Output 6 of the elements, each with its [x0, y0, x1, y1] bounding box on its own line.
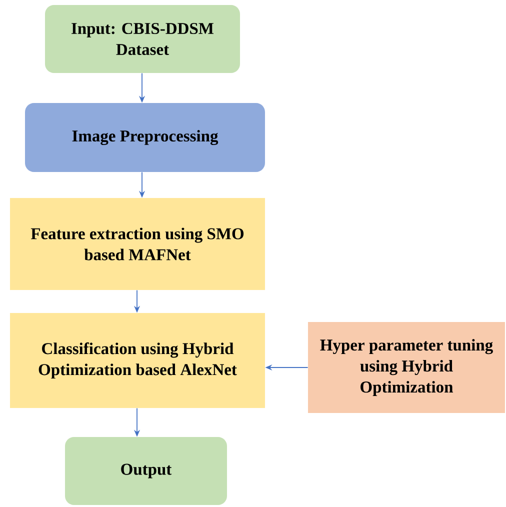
rounded-box: Image Preprocessing	[25, 103, 265, 172]
process-box: Classification using Hybrid Optimization based AlexNet	[10, 313, 265, 408]
rounded-box: Output	[65, 437, 227, 505]
process-box: Feature extraction using SMO based MAFNet	[10, 198, 265, 290]
rounded-box: Input: CBIS-DDSM Dataset	[45, 5, 240, 73]
process-box: Hyper parameter tuning using Hybrid Optimization	[308, 322, 505, 413]
